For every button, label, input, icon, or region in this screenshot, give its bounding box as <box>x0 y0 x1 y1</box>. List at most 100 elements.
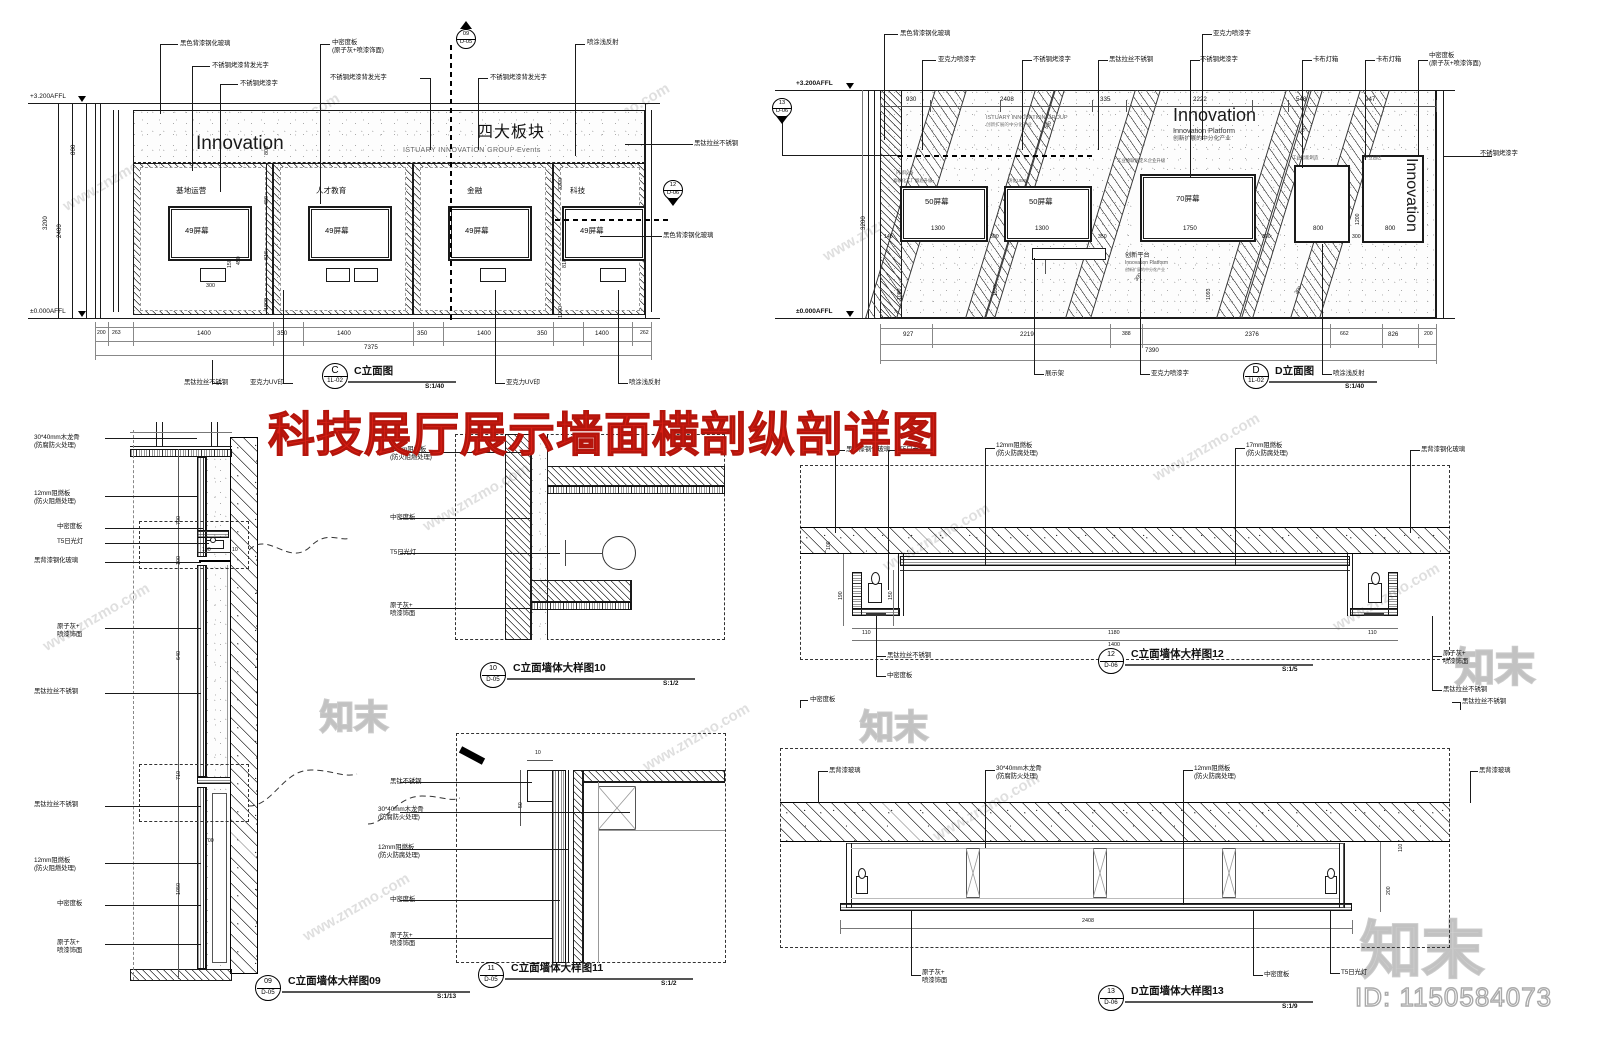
marker-sheet: D-05 <box>459 39 473 45</box>
detail-12-title: C立面墙体大样图12 <box>1131 648 1224 660</box>
board-layer <box>531 602 631 610</box>
level-top-label-d: +3.200AFFL <box>796 80 833 87</box>
note-label-12: 中密度板 <box>887 672 913 679</box>
level-bottom-label-c: ±0.000AFFL <box>30 308 66 315</box>
detail-11-scale: S:1/2 <box>661 980 677 987</box>
t5-lamp <box>868 583 882 603</box>
level-arrow-icon <box>846 311 854 317</box>
level-arrow-icon <box>78 311 86 317</box>
dim-vertical-d: 1080 <box>897 288 903 300</box>
section-marker-09[interactable]: 09 D-05 <box>456 21 476 49</box>
panel-title: 金融 <box>467 186 483 195</box>
level-bottom-label-d: ±0.000AFFL <box>796 308 833 315</box>
detail-11-bubble[interactable]: 11 D-05 <box>478 962 504 988</box>
headline-innovation-c: Innovation <box>196 133 284 154</box>
note-label-09: 中密度板 <box>57 523 83 530</box>
dim-vertical: 450 <box>236 256 242 265</box>
dim-vertical: 450 <box>264 196 270 205</box>
screen-frame-d <box>1140 174 1256 242</box>
dim-vertical: 818 <box>562 259 568 268</box>
note-label: 喷涂浅反射 <box>587 39 619 46</box>
detail-12-bubble[interactable]: 12 D-06 <box>1098 648 1124 674</box>
note-label-10: 中密度板 <box>390 514 416 521</box>
dim-bottom: 1400 <box>595 330 609 337</box>
detail-13-title: D立面墙体大样图13 <box>1131 985 1224 997</box>
t5-lamp <box>1368 583 1382 603</box>
dim-top-d: 947 <box>1365 96 1376 103</box>
leader-squiggle <box>249 536 349 554</box>
screen-width-dim: 1300 <box>931 225 945 232</box>
dim-top-d: 548 <box>1296 96 1306 103</box>
marker-number: 13 <box>778 100 786 106</box>
screen-frame <box>562 206 646 261</box>
note-label-d: 黑色背漆钢化玻璃 <box>900 30 951 37</box>
note-label-13: 原子灰+ 喷漆饰面 <box>922 969 948 984</box>
screen-frame <box>448 206 532 261</box>
screen-label: 49屏幕 <box>185 226 209 235</box>
screen-label: 49屏幕 <box>465 226 489 235</box>
section-cut-line <box>555 219 671 221</box>
dim-top-d: 335 <box>1100 96 1111 103</box>
dim-bottom-d: 200 <box>1424 331 1433 337</box>
note-label: 黑色背漆钢化玻璃 <box>180 40 231 47</box>
note-label-d: 亚克力喷漆字 <box>938 56 976 63</box>
note-label-13: 黑背漆玻璃 <box>1479 767 1511 774</box>
note-label-d: 卡布灯箱 <box>1376 56 1402 63</box>
finish-board <box>197 787 206 969</box>
platform-en-label: Innovation Platform <box>1125 260 1169 266</box>
bubble-sheet: D-05 <box>486 676 500 683</box>
dim-detail13: 200 <box>1386 886 1392 895</box>
screen-frame-d <box>900 186 988 242</box>
section-marker-13[interactable]: 13 D-06 <box>772 98 792 124</box>
note-label-d: 黑钛拉丝不锈钢 <box>1109 56 1154 63</box>
platform-sub-label: 创新扩展的中分化产业 <box>1125 267 1165 272</box>
screen-frame <box>308 206 392 261</box>
panel-title: 基地运营 <box>176 186 207 195</box>
note-label-13: 中密度板 <box>1264 971 1290 978</box>
note-label: 黑钛拉丝不锈钢 <box>694 140 739 147</box>
dim-detail13: 2408 <box>1082 918 1094 924</box>
dim-vertical: 818 <box>264 251 270 260</box>
dim-detail11: 50 <box>518 802 524 808</box>
finish-board <box>197 565 206 777</box>
headline-innovation-d: Innovation <box>1173 105 1257 125</box>
note-label-12: 黑背漆钢化玻璃 <box>1421 446 1466 453</box>
panel-device-box <box>200 268 226 282</box>
dim-bottom: 350 <box>537 330 548 337</box>
stud-cross-icon <box>598 786 636 830</box>
note-label-11: 30*40mm木龙骨 (防腐防火处理) <box>378 806 424 821</box>
section-marker-12[interactable]: 12 D-06 <box>663 180 683 206</box>
stud-cross-icon <box>966 848 980 898</box>
dim-bottom-d: 826 <box>1388 331 1399 338</box>
detail-10-bubble[interactable]: 10 D-05 <box>480 662 506 688</box>
detail-13-scale: S:1/9 <box>1282 1003 1298 1010</box>
dim-vertical-d: 1200 <box>1355 213 1361 225</box>
ceiling-section <box>547 466 725 486</box>
dim-detail09: 1050 <box>176 883 182 895</box>
sub-cn-d: 创新扩展的中分化产业 <box>1173 136 1231 143</box>
elevation-c-bubble[interactable]: C 1L-02 <box>322 363 348 389</box>
detail-13-bubble[interactable]: 13 D-06 <box>1098 985 1124 1011</box>
note-label-11: 黑钛不锈钢 <box>390 778 422 785</box>
elevation-d-bubble[interactable]: D 1L-02 <box>1243 363 1269 389</box>
dim-vertical: 150 <box>227 259 233 268</box>
detail-11-title: C立面墙体大样图11 <box>511 962 604 974</box>
marker-number: 12 <box>669 182 677 188</box>
dim-bottom: 200 <box>97 330 106 336</box>
return-section <box>531 580 631 602</box>
dim-vertical: 1000 <box>264 298 270 310</box>
note-label-13: 黑钛拉丝不锈钢 <box>1462 698 1507 705</box>
dim-bottom: 262 <box>640 330 649 336</box>
detail-11-frame <box>456 733 726 963</box>
dim-detail12: 100 <box>826 541 832 550</box>
board-bottom-13 <box>840 903 1352 911</box>
note-label: 亚克力UV印 <box>250 379 284 386</box>
note-label-13: 12mm阻燃板 (防火防腐处理) <box>1194 765 1236 780</box>
small-note: 优化UBO <box>1008 178 1027 183</box>
detail-12-frame <box>800 465 1450 660</box>
note-label: 喷涂浅反射 <box>629 379 661 386</box>
bubble-sheet: D-05 <box>261 989 275 996</box>
ss-profile <box>527 770 553 802</box>
screen-label: 49屏幕 <box>325 226 349 235</box>
detail-09-bubble[interactable]: 09 D-05 <box>255 975 281 1001</box>
